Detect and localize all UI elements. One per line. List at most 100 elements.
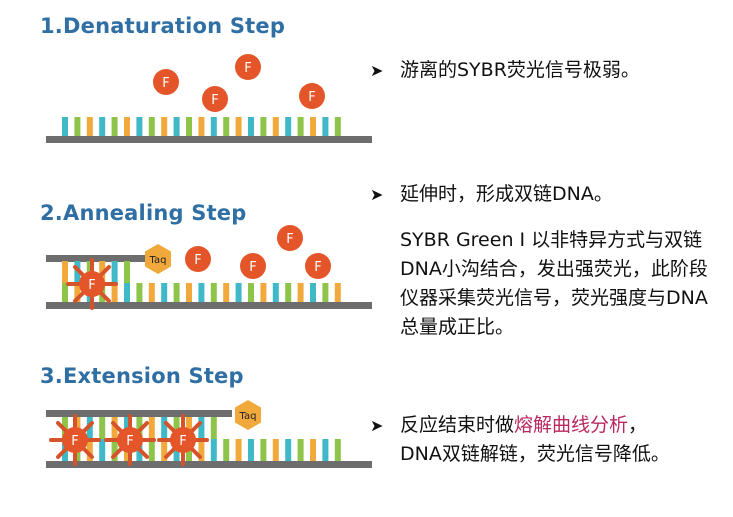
- fluor-circle: [185, 246, 211, 272]
- base-step1: [136, 117, 143, 138]
- base-step2: [74, 283, 81, 304]
- fluor-label: F: [286, 232, 293, 247]
- taq-label: Taq: [149, 255, 167, 266]
- note-extension-text2: ，: [628, 414, 648, 436]
- note-extension: ➤反应结束时做熔解曲线分析，: [370, 411, 647, 440]
- fluor-free: F: [299, 83, 325, 109]
- base-step2: [124, 283, 130, 304]
- fluor-label: F: [71, 434, 78, 449]
- base-step1: [111, 117, 118, 138]
- glow-ray: [73, 290, 86, 303]
- base-step1: [223, 117, 230, 138]
- arrow-icon: ➤: [370, 61, 384, 80]
- taq-hexagon: [235, 400, 261, 430]
- fluor-circle: [235, 54, 261, 80]
- fluor-label: F: [194, 253, 201, 268]
- fluor-glow-step3: [104, 414, 156, 466]
- base-step3-paired: [173, 417, 180, 439]
- base-step3: [322, 439, 329, 462]
- base-step1: [235, 117, 242, 138]
- glow-ray: [98, 265, 111, 278]
- base-step2: [148, 283, 155, 304]
- base-step2: [210, 283, 217, 304]
- fluor-circle: [305, 253, 331, 279]
- base-step1: [322, 117, 329, 138]
- base-step3: [148, 439, 155, 462]
- base-step1: [74, 117, 81, 138]
- base-step1: [62, 117, 68, 138]
- fluor-glow-step3: [49, 414, 101, 466]
- base-step2: [235, 283, 242, 304]
- fluor-free: F: [305, 253, 331, 279]
- base-step3-paired: [99, 417, 106, 439]
- base-step3: [310, 439, 316, 462]
- fluor-free: F: [185, 246, 211, 272]
- glow-ray: [164, 446, 177, 459]
- glow-ray: [189, 421, 202, 434]
- base-step2: [186, 283, 192, 304]
- base-step3: [198, 439, 205, 462]
- base-step3: [161, 439, 168, 462]
- taq-enzyme-step2: Taq: [145, 244, 171, 274]
- arrow-icon: ➤: [370, 416, 384, 435]
- base-step3-paired: [111, 417, 118, 439]
- base-step3-paired: [161, 417, 168, 439]
- base-step3: [297, 439, 304, 462]
- fluor-circle: [117, 427, 143, 453]
- fluor-label: F: [244, 61, 251, 76]
- glow-ray: [111, 446, 124, 459]
- glow-ray: [164, 421, 177, 434]
- base-step3: [86, 439, 93, 462]
- glow-ray: [189, 446, 202, 459]
- base-step1: [124, 117, 130, 138]
- fluor-free: F: [202, 86, 228, 112]
- base-step3-paired: [210, 417, 217, 439]
- base-step1: [198, 117, 205, 138]
- base-step2: [297, 283, 304, 304]
- base-step2: [223, 283, 230, 304]
- note-annealing-text: 延伸时，形成双链DNA。: [400, 183, 613, 205]
- base-step1: [186, 117, 192, 138]
- fluor-free: F: [235, 54, 261, 80]
- fluor-circle: [170, 427, 196, 453]
- base-step1: [334, 117, 341, 138]
- base-step1: [248, 117, 254, 138]
- fluor-circle: [277, 225, 303, 251]
- strand-step3: [46, 461, 372, 468]
- extended-strand-step3: [46, 410, 232, 417]
- fluor-label: F: [249, 260, 256, 275]
- arrow-icon: ➤: [370, 185, 384, 204]
- fluor-bound: F: [117, 427, 143, 453]
- fluor-circle: [299, 83, 325, 109]
- glow-ray: [136, 446, 149, 459]
- step3-title: 3.Extension Step: [40, 364, 244, 388]
- fluor-bound: F: [170, 427, 196, 453]
- base-step1: [272, 117, 279, 138]
- fluor-circle: [153, 69, 179, 95]
- fluor-free: F: [240, 253, 266, 279]
- base-step1: [310, 117, 316, 138]
- glow-ray: [56, 421, 69, 434]
- fluor-bound: F: [79, 271, 105, 297]
- fluor-label: F: [314, 260, 321, 275]
- note-extension-text1: 反应结束时做: [400, 414, 515, 436]
- fluor-glow-step3: [157, 414, 209, 466]
- base-step2-paired: [124, 261, 130, 283]
- glow-ray: [73, 265, 86, 278]
- base-step2: [173, 283, 180, 304]
- note-extension-line2: DNA双链解链，荧光信号降低。: [400, 443, 670, 465]
- base-step3: [248, 439, 254, 462]
- base-step3: [260, 439, 267, 462]
- glow-ray: [81, 421, 94, 434]
- base-step3: [235, 439, 242, 462]
- fluor-circle: [79, 271, 105, 297]
- fluor-label: F: [211, 93, 218, 108]
- base-step2: [322, 283, 329, 304]
- base-step3: [210, 439, 217, 462]
- fluor-label: F: [179, 434, 186, 449]
- base-step1: [148, 117, 155, 138]
- base-step2: [248, 283, 254, 304]
- base-step1: [285, 117, 292, 138]
- base-step2: [198, 283, 205, 304]
